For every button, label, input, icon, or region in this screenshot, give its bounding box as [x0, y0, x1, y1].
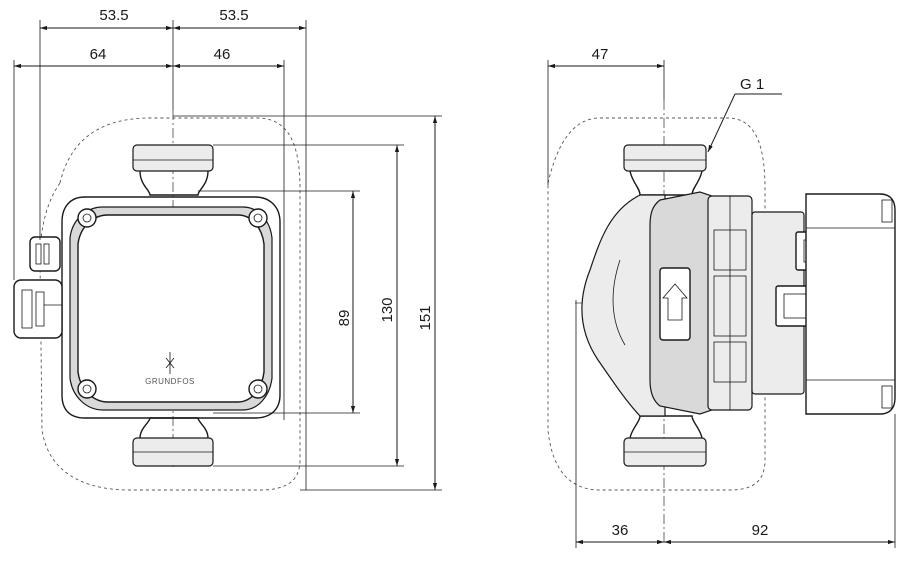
end-cap	[805, 193, 896, 415]
pump-housing	[61, 196, 281, 419]
thread-label: G 1	[740, 76, 764, 93]
side-bottom-flange	[623, 415, 707, 467]
dim-second-left: 64	[90, 46, 107, 63]
power-connectors	[13, 236, 63, 339]
side-top-flange	[623, 144, 707, 196]
logo-text: GRUNDFOS	[145, 377, 195, 386]
dim-side-top-width: 47	[592, 46, 609, 63]
pump-volute	[581, 194, 666, 417]
flow-arrow-box	[659, 267, 691, 341]
dim-top-right: 53.5	[219, 7, 248, 24]
dim-height-inner: 89	[336, 310, 353, 327]
front-screws	[77, 208, 268, 399]
thread-leader-line	[707, 93, 736, 153]
front-view: GRUNDFOS 53.5 53.5 64 46	[13, 7, 442, 491]
dim-height-outer: 151	[417, 305, 434, 330]
dim-height-mid: 130	[379, 297, 396, 322]
top-port-flange	[132, 144, 214, 196]
side-envelope-outline	[547, 117, 766, 491]
dim-side-bottom-left: 36	[612, 522, 629, 539]
flow-arrow-icon	[662, 283, 688, 321]
side-view: 47 G 1 36 92	[547, 46, 896, 548]
dim-top-left: 53.5	[99, 7, 128, 24]
dim-second-right: 46	[214, 46, 231, 63]
dim-side-bottom-right: 92	[752, 522, 769, 539]
control-box-panel	[77, 214, 265, 403]
grundfos-logo: GRUNDFOS	[145, 352, 195, 386]
